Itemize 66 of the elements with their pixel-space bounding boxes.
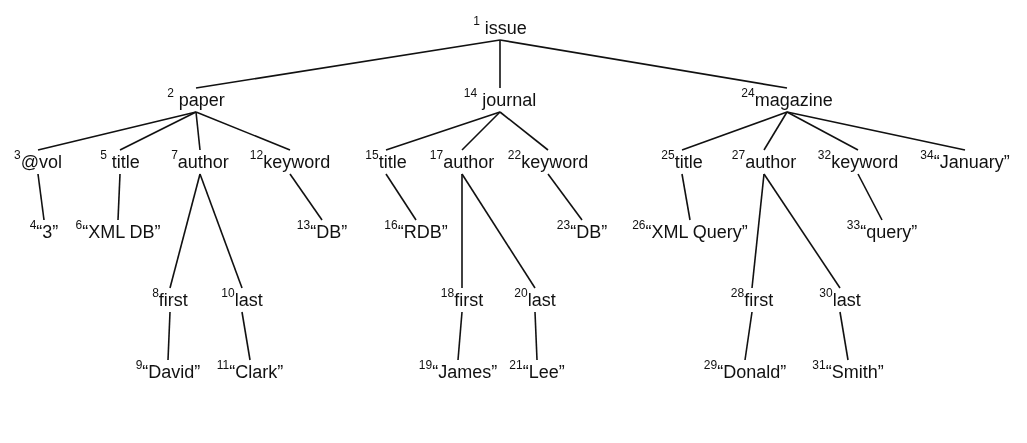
xml-node-label: $^{5}$ title <box>100 151 140 173</box>
tree-edge <box>167 311 171 361</box>
xml-node-label: $^{18}$first <box>440 289 484 311</box>
xml-node-label: $^{8}$first <box>152 289 188 311</box>
xml-node-label: $^{13}$“DB” <box>296 221 348 243</box>
xml-node-label: $^{10}$last <box>221 289 263 311</box>
xml-node-label: $^{20}$last <box>514 289 556 311</box>
xml-node-label: $^{23}$“DB” <box>556 221 608 243</box>
xml-node-label: $^{17}$author <box>429 151 495 173</box>
tree-edge <box>117 173 121 221</box>
tree-edge <box>385 111 501 151</box>
xml-node-label: $^{15}$title <box>365 151 407 173</box>
tree-edge <box>499 111 549 151</box>
tree-edge <box>457 311 463 361</box>
xml-node-label: $^{30}$last <box>819 289 861 311</box>
xml-node-label: $^{22}$keyword <box>507 151 589 173</box>
xml-node-label: $^{21}$“Lee” <box>509 361 565 383</box>
xml-node-label: $^{3}$@vol <box>14 151 62 173</box>
tree-edge <box>499 39 788 89</box>
xml-node-label: $^{31}$“Smith” <box>812 361 884 383</box>
tree-edge <box>751 173 765 289</box>
xml-node-label: $^{27}$author <box>731 151 797 173</box>
tree-edge <box>461 111 501 151</box>
xml-node-label: $^{2}$ paper <box>167 89 225 111</box>
xml-node-label: $^{24}$magazine <box>741 89 833 111</box>
xml-node-label: $^{26}$“XML Query” <box>632 221 748 243</box>
tree-edge <box>763 111 788 151</box>
xml-node-label: $^{19}$“James” <box>418 361 498 383</box>
tree-edge <box>499 39 501 89</box>
xml-node-label: $^{32}$keyword <box>817 151 899 173</box>
tree-edge <box>763 173 841 289</box>
tree-edge <box>461 173 463 289</box>
tree-edge <box>241 311 251 361</box>
tree-edge <box>681 111 788 151</box>
xml-node-label: $^{6}$“XML DB” <box>75 221 161 243</box>
xml-node-label: $^{4}$“3” <box>29 221 59 243</box>
xml-node-label: $^{12}$keyword <box>249 151 331 173</box>
tree-edge <box>169 173 201 289</box>
tree-edge <box>195 111 201 151</box>
xml-node-label: $^{33}$“query” <box>846 221 918 243</box>
xml-node-label: $^{28}$first <box>730 289 774 311</box>
tree-edge <box>839 311 849 361</box>
tree-edge <box>786 111 966 151</box>
xml-node-label: $^{29}$“Donald” <box>703 361 787 383</box>
xml-node-label: $^{34}$“January” <box>920 151 1010 173</box>
tree-edge <box>195 39 501 89</box>
tree-edge <box>461 173 536 289</box>
tree-edge <box>786 111 859 151</box>
tree-edge <box>195 111 291 151</box>
tree-edge <box>547 173 583 221</box>
tree-edge <box>681 173 691 221</box>
xml-node-label: $^{7}$author <box>171 151 229 173</box>
xml-node-label: $^{1}$ issue <box>473 17 527 39</box>
tree-edge <box>37 173 45 221</box>
xml-node-label: $^{11}$“Clark” <box>216 361 284 383</box>
xml-node-label: $^{14}$ journal <box>463 89 537 111</box>
tree-edge <box>199 173 243 289</box>
xml-node-label: $^{9}$“David” <box>135 361 201 383</box>
tree-edge <box>534 311 538 361</box>
tree-edge <box>857 173 883 221</box>
xml-node-label: $^{16}$“RDB” <box>384 221 448 243</box>
tree-edge <box>119 111 197 151</box>
tree-edge <box>385 173 417 221</box>
xml-node-label: $^{25}$title <box>661 151 703 173</box>
tree-edge <box>744 311 753 361</box>
tree-edge <box>289 173 323 221</box>
